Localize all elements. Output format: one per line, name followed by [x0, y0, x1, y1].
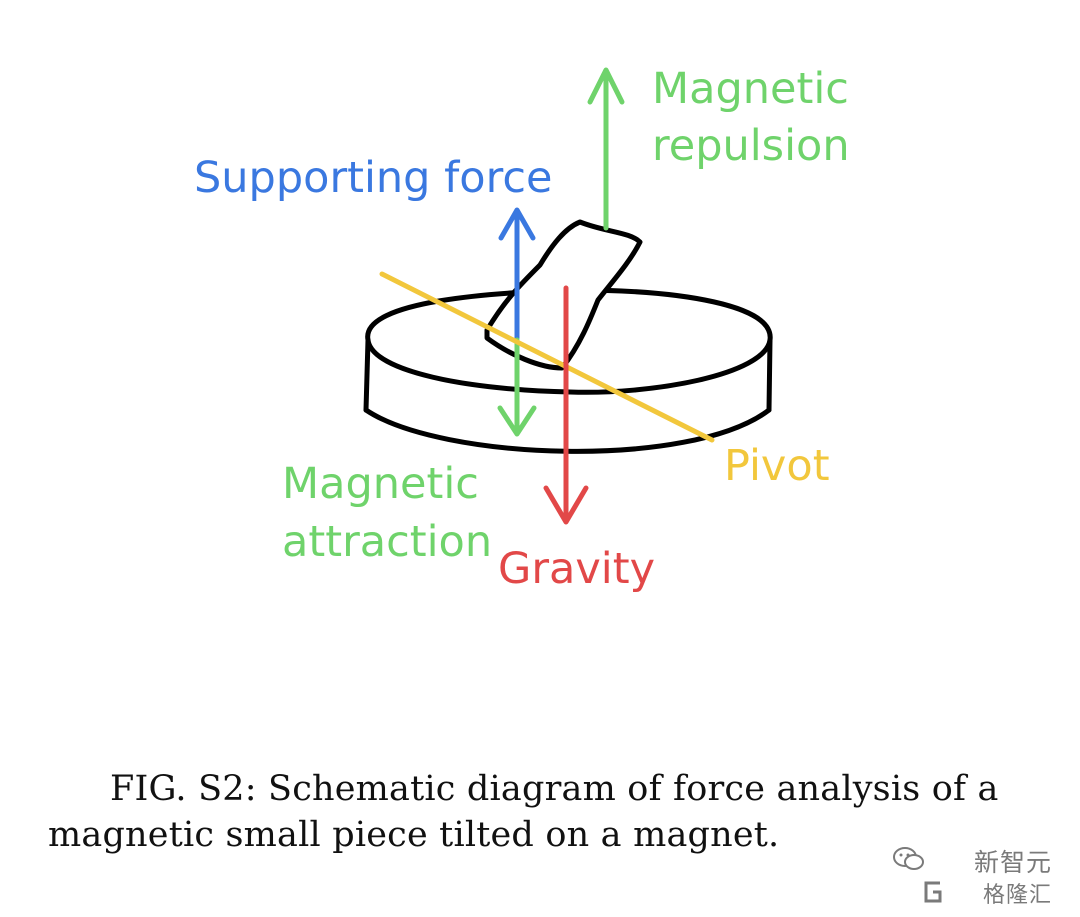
- magnetic-repulsion-head: [587, 67, 625, 105]
- pivot-line: [379, 271, 715, 443]
- watermark-top-text: 新智元: [973, 848, 1052, 877]
- supporting-force-arrow: [498, 207, 536, 341]
- supporting-force-head: [498, 207, 536, 241]
- watermark-bottom-text: 格隆汇: [982, 883, 1052, 908]
- watermark: 新智元 格隆汇: [892, 843, 1052, 908]
- wechat-icon: [893, 847, 924, 870]
- gravity-arrow: [543, 285, 589, 525]
- pivot-label: Pivot: [724, 441, 830, 491]
- gravity-label: Gravity: [498, 544, 655, 594]
- gelonghui-logo-icon: [924, 881, 942, 903]
- figure-caption: FIG. S2: Schematic diagram of force anal…: [48, 769, 999, 855]
- gravity-head: [543, 485, 589, 525]
- magnetic-attraction-arrow: [497, 337, 537, 437]
- magnet-disc-right-wall: [766, 337, 773, 413]
- magnetic-attraction-label-line1: Magnetic: [282, 459, 479, 509]
- magnetic-repulsion-label-line2: repulsion: [652, 121, 850, 171]
- magnetic-repulsion-label-line1: Magnetic: [652, 64, 849, 114]
- magnetic-attraction-head: [497, 405, 537, 437]
- magnetic-repulsion-arrow: [587, 67, 625, 231]
- supporting-force-label: Supporting force: [194, 153, 552, 203]
- magnet-disc-top-ellipse: [365, 287, 773, 395]
- magnet-disc-left-wall: [363, 337, 371, 413]
- magnetic-attraction-label-line2: attraction: [282, 517, 492, 567]
